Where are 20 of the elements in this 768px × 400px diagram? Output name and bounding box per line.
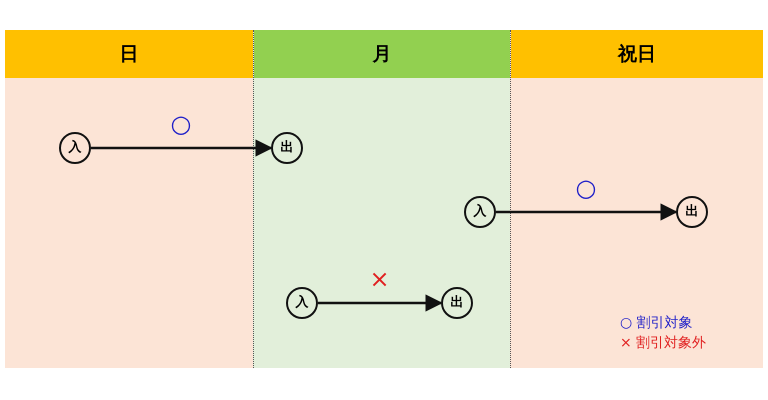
column-header: 祝日 bbox=[511, 30, 763, 78]
status-circle: 出 bbox=[676, 196, 708, 228]
status-circle: 入 bbox=[286, 287, 318, 319]
day-column bbox=[510, 30, 763, 368]
column-header: 日 bbox=[5, 30, 253, 78]
day-column bbox=[253, 30, 510, 368]
status-circle: 出 bbox=[271, 132, 303, 164]
edge-label: ○ bbox=[170, 112, 192, 136]
arrow bbox=[318, 294, 443, 312]
day-column bbox=[5, 30, 253, 368]
column-header: 月 bbox=[254, 30, 510, 78]
arrow bbox=[91, 139, 273, 157]
legend-entry: × 割引対象外 bbox=[620, 334, 706, 352]
legend-entry: ○ 割引対象 bbox=[620, 314, 693, 332]
arrow bbox=[496, 203, 678, 221]
edge-label: ○ bbox=[576, 176, 596, 200]
status-circle: 入 bbox=[59, 132, 91, 164]
status-circle: 入 bbox=[464, 196, 496, 228]
edge-label: × bbox=[370, 267, 390, 291]
status-circle: 出 bbox=[441, 287, 473, 319]
